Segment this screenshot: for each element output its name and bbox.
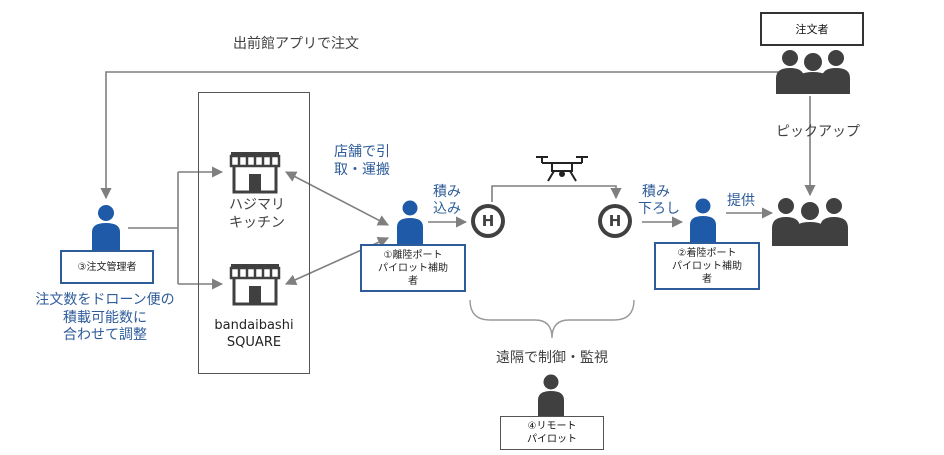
order-manager-note-line1: 注文数をドローン便の [35, 292, 175, 308]
customers-group-icon [772, 198, 848, 246]
shop-name-2-line1: bandaibashi [214, 318, 294, 333]
store-pickup-line1: 店舗で引 [334, 144, 390, 160]
remote-pilot-person-icon [538, 374, 564, 416]
shop-name-1-line2: キッチン [229, 215, 285, 232]
remote-control-label: 遠隔で制御・監視 [496, 350, 608, 366]
order-app-label: 出前館アプリで注文 [233, 36, 359, 52]
takeoff-pilot-person-icon [397, 200, 423, 244]
landing-pilot-person-icon [690, 198, 716, 242]
landing-helipad-letter: H [602, 208, 628, 234]
unload-line1: 積み [642, 184, 670, 200]
order-manager-box: ③注文管理者 [60, 250, 154, 284]
orderer-box: 注文者 [760, 12, 864, 46]
takeoff-pilot-line3: 者 [408, 275, 418, 287]
remote-pilot-box: ④リモート パイロット [500, 416, 604, 450]
store-pickup-line2: 取・運搬 [334, 161, 390, 178]
remote-pilot-line2: パイロット [527, 434, 577, 445]
flight-path [491, 185, 622, 202]
store-icon [229, 152, 281, 194]
provide-label: 提供 [727, 193, 755, 209]
unload-line2: 下ろし [638, 200, 680, 217]
unload-label: 積み 下ろし [638, 184, 680, 218]
curly-brace [469, 299, 635, 339]
orderer-label: 注文者 [795, 23, 829, 36]
load-label: 積み 込み [433, 184, 461, 218]
takeoff-helipad-icon: H [471, 204, 505, 238]
order-manager-person-icon [92, 205, 120, 250]
shop-name-2: bandaibashi SQUARE [204, 318, 304, 352]
store-icon [229, 264, 281, 306]
takeoff-pilot-line1: ①離陸ポート [383, 249, 443, 261]
shop-name-1-line1: ハジマリ [229, 197, 285, 213]
order-manager-note-line2: 積載可能数に [63, 309, 147, 326]
remote-pilot-line1: ④リモート [527, 421, 577, 432]
takeoff-pilot-box: ①離陸ポート パイロット補助 者 [360, 244, 466, 292]
load-line2: 込み [433, 200, 461, 217]
drone-icon [536, 156, 588, 182]
landing-helipad-icon: H [598, 204, 632, 238]
shops-frame [198, 92, 310, 374]
orderer-group-icon [776, 50, 850, 94]
store-pickup-label: 店舗で引 取・運搬 [334, 144, 390, 179]
shop-name-2-line2: SQUARE [226, 334, 282, 350]
landing-pilot-line3: 者 [702, 273, 712, 285]
landing-pilot-line1: ②着陸ポート [677, 247, 737, 259]
load-line1: 積み [433, 184, 461, 200]
order-arrow [100, 71, 790, 200]
order-manager-note-line3: 合わせて調整 [63, 327, 147, 343]
order-manager-label: ③注文管理者 [77, 261, 137, 273]
landing-pilot-box: ②着陸ポート パイロット補助 者 [654, 242, 760, 290]
landing-pilot-line2: パイロット補助 [672, 260, 742, 272]
pickup-label: ピックアップ [776, 124, 860, 140]
takeoff-pilot-line2: パイロット補助 [378, 262, 448, 274]
takeoff-helipad-letter: H [475, 208, 501, 234]
shop1-transport-arrow [285, 171, 389, 226]
order-manager-note: 注文数をドローン便の 積載可能数に 合わせて調整 [20, 292, 190, 345]
shop-name-1: ハジマリ キッチン [222, 196, 292, 232]
